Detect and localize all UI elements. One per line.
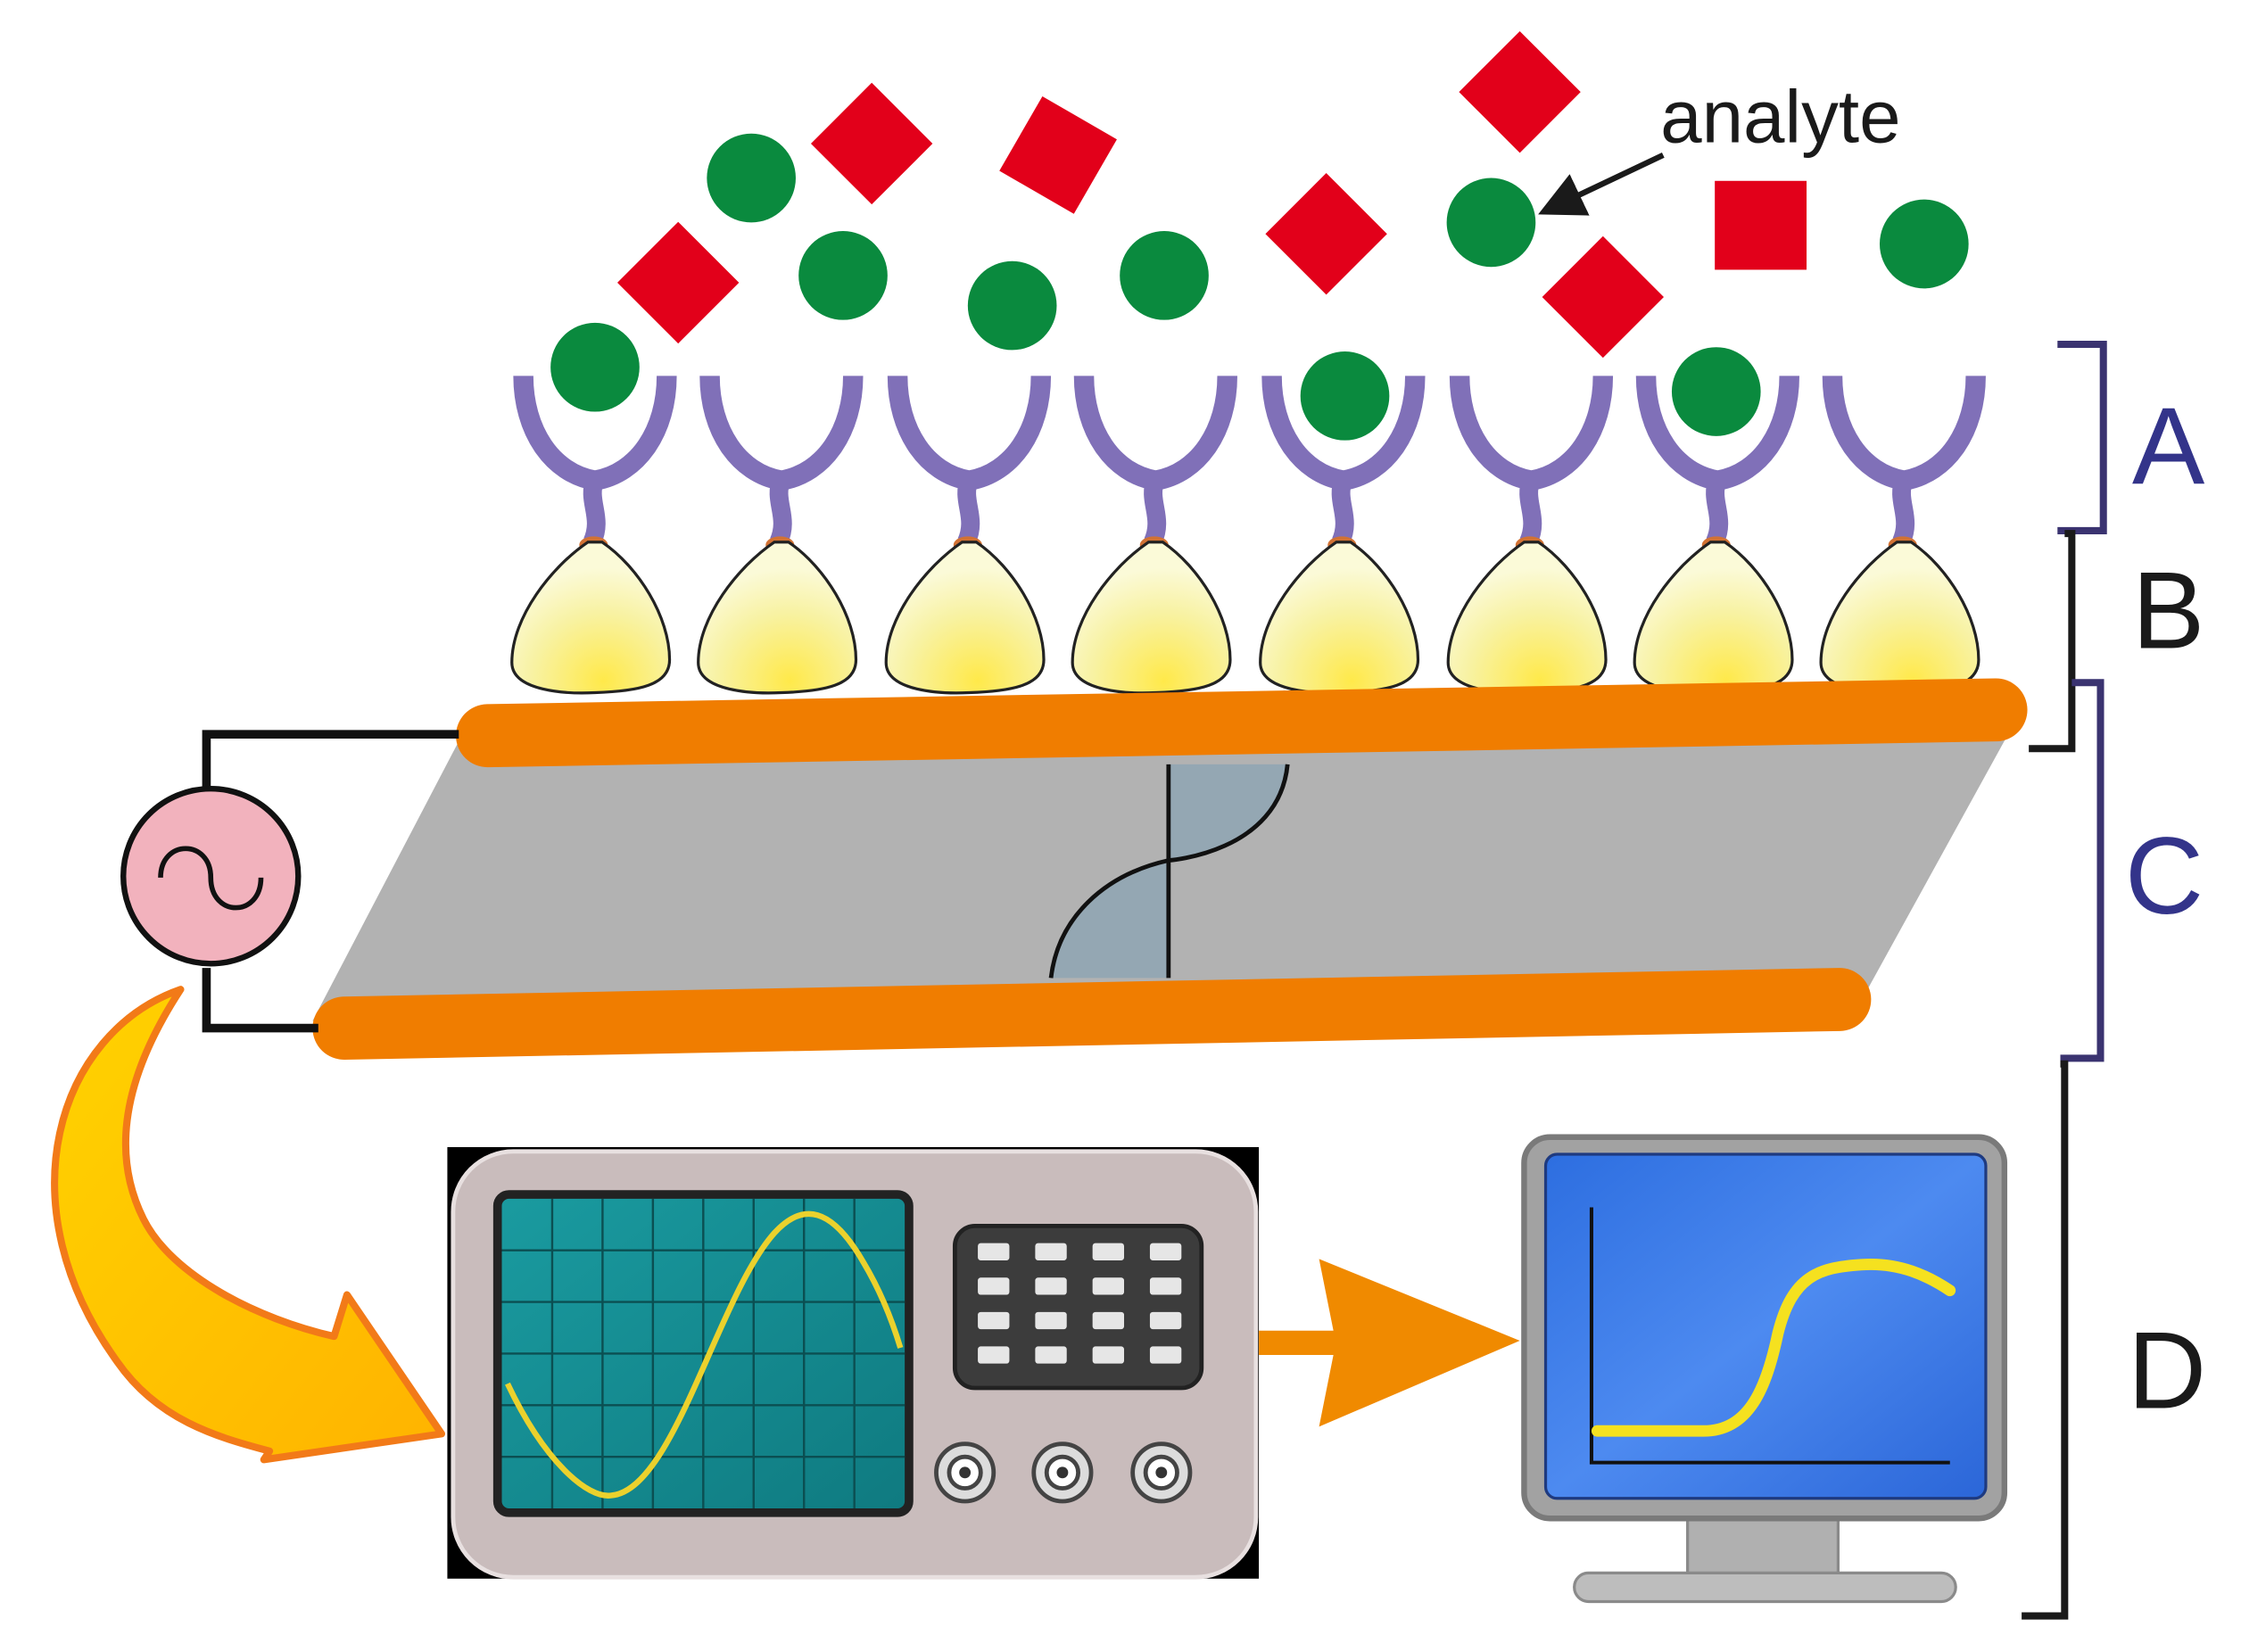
receptor-stem (769, 475, 792, 547)
diamond-icon (1459, 30, 1581, 153)
keypad-key (1092, 1277, 1125, 1295)
analyte-circle-icon (798, 231, 888, 320)
section-label-c: C (2125, 814, 2204, 937)
bracket-a (2057, 340, 2107, 534)
oscilloscope-keypad (952, 1223, 1204, 1391)
keypad-key (1149, 1311, 1182, 1330)
keypad-key (1149, 1277, 1182, 1295)
nanoparticle-icon (1819, 541, 1981, 695)
nanoparticle-icon (1633, 541, 1794, 695)
bound-analytes (1300, 347, 1761, 441)
diamond-icon (1542, 235, 1664, 359)
square-icon (1715, 180, 1807, 270)
keypad-key (1035, 1243, 1067, 1260)
receptor-stem (1144, 475, 1167, 547)
analyte-label: analyte (1660, 74, 1900, 158)
receptor-icon (887, 376, 1052, 491)
monitor-sigmoid-curve (1591, 1258, 1956, 1437)
monitor-stand-neck (1686, 1516, 1840, 1582)
analyte-pointer-arrow (1538, 152, 1665, 216)
analyte-circle-icon (1120, 231, 1209, 320)
nanoparticle-icon (510, 541, 672, 695)
nanoparticle-icon (1259, 541, 1420, 695)
bracket-c (2060, 679, 2105, 1062)
top-electrode (456, 678, 2028, 768)
ac-sine-glyph (158, 846, 264, 911)
receptor-icon (1822, 376, 1986, 491)
nanoparticle-icon (884, 541, 1046, 695)
analyte-circle-icon (967, 260, 1057, 351)
wire-bottom (202, 968, 318, 1033)
monitor-axes (1589, 1207, 1950, 1465)
receptor-stem (1331, 475, 1354, 547)
diamond-icon (1265, 173, 1387, 295)
flow-arrow-icon (51, 986, 446, 1464)
oscilloscope-grid (501, 1198, 905, 1509)
keypad-key (978, 1277, 1010, 1295)
keypad-key (1035, 1346, 1067, 1364)
monitor-stand-base (1573, 1571, 1957, 1604)
wire-top (202, 730, 459, 811)
analyte-circle-icon (1879, 199, 1969, 289)
section-label-b: B (2132, 549, 2204, 672)
receptor-stem (957, 475, 980, 547)
keypad-key (1035, 1277, 1067, 1295)
receptor-stem (1706, 475, 1729, 547)
receptor-icon (1449, 376, 1614, 491)
analyte-field (550, 30, 1969, 412)
keypad-key (978, 1346, 1010, 1364)
bound-analyte-circle (1671, 347, 1761, 436)
bnc-connectors (934, 1441, 1193, 1504)
ac-circuit (120, 730, 459, 1033)
keypad-key (978, 1311, 1010, 1330)
nanoparticle-icon (1446, 541, 1608, 695)
bnc-connector-pin (1056, 1466, 1069, 1479)
keypad-key (978, 1243, 1010, 1260)
diamond-icon (617, 221, 740, 344)
receptor-icon (1073, 376, 1237, 491)
keypad-key (1092, 1311, 1125, 1330)
diamond-icon (810, 82, 933, 205)
keypad-key (1149, 1346, 1182, 1364)
bnc-connector-pin (959, 1466, 972, 1479)
receptor-stem (583, 475, 606, 547)
nanoparticle-icon (1071, 541, 1232, 695)
bracket-d (2022, 1060, 2069, 1620)
keypad-key (1035, 1311, 1067, 1330)
analyte-circle-icon (550, 322, 640, 412)
receptor-icon (699, 376, 864, 491)
wave-shape (1051, 860, 1169, 979)
analyte-circle-icon (1446, 178, 1536, 268)
section-label-a: A (2132, 384, 2205, 507)
keypad-key (1149, 1243, 1182, 1260)
receptor-stem (1892, 475, 1915, 547)
bound-analyte-circle (1300, 351, 1390, 441)
nanoparticle-layer (510, 541, 1981, 695)
oscilloscope-icon (447, 1147, 1260, 1580)
bracket-b (2029, 530, 2076, 753)
wave-shape (1168, 764, 1288, 861)
section-label-d: D (2128, 1309, 2206, 1432)
keypad-key (1092, 1243, 1125, 1260)
receptor-stem (1519, 475, 1542, 547)
flow-arrow-icon (1259, 1259, 1520, 1427)
bnc-connector-pin (1155, 1466, 1168, 1479)
oscilloscope-trace (505, 1210, 904, 1499)
analyte-circle-icon (707, 133, 796, 223)
nanoparticle-icon (697, 541, 858, 695)
keypad-key (1092, 1346, 1125, 1364)
diamond-icon (999, 95, 1117, 214)
sensor-substrate (312, 678, 2028, 1060)
monitor-screen (1543, 1152, 1988, 1500)
bottom-electrode (312, 968, 1872, 1060)
keypad-keys (978, 1243, 1182, 1364)
section-brackets: A B C D (2022, 340, 2206, 1620)
monitor-icon (1521, 1134, 2008, 1604)
